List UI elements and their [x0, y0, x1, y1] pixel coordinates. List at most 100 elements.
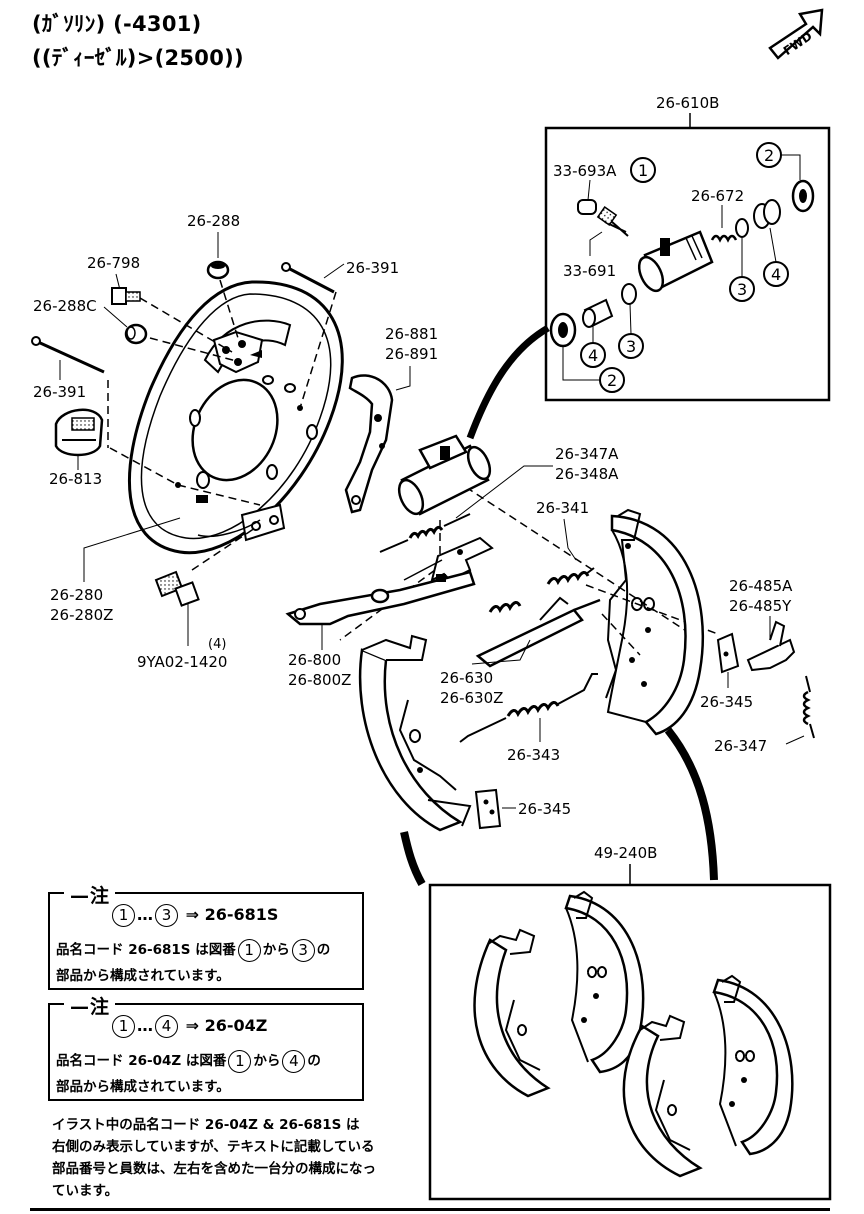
kit-leader-curve: [466, 324, 550, 440]
kit-shoe-4: [712, 974, 794, 1156]
part-26-341: 26-341: [536, 499, 589, 517]
spring-strut-part: [475, 596, 601, 668]
adjusting-hole-plug-part: [54, 408, 104, 457]
boot-2-top: [791, 179, 815, 213]
part-26-798: 26-798: [87, 254, 140, 272]
boot-2-bottom: [549, 312, 577, 348]
footnote-line-3: 部品番号と員数は、左右を含めた一台分の構成になっ: [52, 1161, 376, 1177]
header-line-1: (ｶﾞｿﾘﾝ) (-4301): [32, 12, 202, 36]
part-26-630Z: 26-630Z: [440, 689, 503, 707]
note-2-arrow: ⇒: [185, 1016, 199, 1035]
part-26-347A: 26-347A: [555, 445, 619, 463]
shoe-clip-right: [716, 632, 740, 674]
note-1-arrow: ⇒: [185, 905, 199, 924]
part-26-391-top: 26-391: [346, 259, 399, 277]
part-26-391-left: 26-391: [33, 383, 86, 401]
svg-text:4: 4: [771, 265, 781, 284]
qty-4-label: (4): [208, 637, 226, 652]
part-26-280Z: 26-280Z: [50, 606, 113, 624]
note-1-range: 1…3 ⇒ 26-681S: [110, 904, 278, 927]
part-26-288: 26-288: [187, 212, 240, 230]
part-26-345-bottom: 26-345: [518, 800, 571, 818]
part-26-630: 26-630: [440, 669, 493, 687]
svg-text:1: 1: [638, 161, 648, 180]
kit-shoe-1: [473, 928, 551, 1098]
part-26-672: 26-672: [691, 187, 744, 205]
grommet-c-part: [124, 323, 148, 345]
part-26-813: 26-813: [49, 470, 102, 488]
piston-4-bottom: [582, 298, 614, 328]
wheel-cylinder-body-kit: [637, 230, 714, 293]
part-26-800Z: 26-800Z: [288, 671, 351, 689]
lever-bracket-part: [344, 374, 394, 514]
part-26-891: 26-891: [385, 345, 438, 363]
brake-shoe-kit-box: [428, 883, 832, 1201]
piston-4-top: [753, 199, 781, 229]
return-spring-lower: [459, 673, 598, 743]
spring-small-kit: [710, 234, 738, 243]
note-2-code: 26-04Z: [204, 1016, 268, 1035]
part-33-691: 33-691: [563, 262, 616, 280]
note-1-code: 26-681S: [204, 905, 279, 924]
part-9YA02-1420: 9YA02-1420: [137, 653, 227, 671]
bleeder-cap-part: [577, 199, 597, 215]
part-49-240B: 49-240B: [594, 844, 657, 862]
parking-lever-part: [285, 559, 476, 626]
shoe-clip-bottom: [474, 788, 502, 830]
kit-shoe-2: [564, 890, 645, 1074]
wheel-cylinder-main: [397, 434, 492, 516]
return-spring-upper: [546, 567, 595, 586]
note-1-tag: 注: [64, 881, 116, 908]
note-2-to-circle: 4: [155, 1015, 178, 1038]
svg-text:2: 2: [607, 371, 617, 390]
brake-shoe-lower-left: [358, 634, 472, 832]
note-2-from-circle: 1: [112, 1015, 135, 1038]
cup-3-top: [735, 218, 749, 238]
shoe-leader-right: [664, 727, 718, 881]
part-26-485A: 26-485A: [729, 577, 793, 595]
note-1-from-circle: 1: [112, 904, 135, 927]
retainer-clip-part: [746, 620, 796, 672]
fwd-arrow-icon: FWD: [768, 8, 824, 60]
grommet-part: [206, 260, 230, 280]
note-2-range: 1…4 ⇒ 26-04Z: [110, 1015, 267, 1038]
part-26-345-right: 26-345: [700, 693, 753, 711]
part-26-280: 26-280: [50, 586, 103, 604]
footnote-line-2: 右側のみ表示していますが、テキストに記載している: [52, 1139, 375, 1155]
adjuster-spring-a: [379, 513, 471, 553]
note-1-to-circle: 3: [155, 904, 178, 927]
svg-text:4: 4: [588, 346, 598, 365]
part-26-343: 26-343: [507, 746, 560, 764]
brake-shoe-upper-right: [605, 508, 704, 736]
part-26-347: 26-347: [714, 737, 767, 755]
footnote-line-4: ています。: [52, 1183, 119, 1199]
part-26-800: 26-800: [288, 651, 341, 669]
return-spring-small-right: [802, 675, 815, 739]
part-26-348A: 26-348A: [555, 465, 619, 483]
bottom-rule: [30, 1208, 830, 1211]
bleeder-bolt-part: [111, 287, 141, 305]
part-26-881: 26-881: [385, 325, 438, 343]
note-2-tag: 注: [64, 992, 116, 1019]
cup-3-bottom: [621, 283, 637, 305]
hold-down-pin-left: [31, 336, 105, 374]
svg-text:2: 2: [764, 146, 774, 165]
wheel-cylinder-kit-box: [544, 126, 831, 402]
backing-plate: [127, 280, 344, 555]
note-2-text-line3: 部品から構成されています。: [56, 1079, 230, 1095]
shoe-leader-left: [400, 831, 426, 886]
part-26-485Y: 26-485Y: [729, 597, 792, 615]
part-26-610B: 26-610B: [656, 94, 719, 112]
footnote: イラスト中の品名コード 26-04Z & 26-681S は 右側のみ表示してい…: [52, 1114, 412, 1202]
mounting-bolt-part: [154, 570, 200, 607]
bleeder-screw-part: [596, 206, 629, 237]
part-33-693A: 33-693A: [553, 162, 617, 180]
note-1-text-line3: 部品から構成されています。: [56, 968, 230, 984]
svg-text:3: 3: [626, 337, 636, 356]
kit-shoe-3: [622, 1014, 703, 1178]
